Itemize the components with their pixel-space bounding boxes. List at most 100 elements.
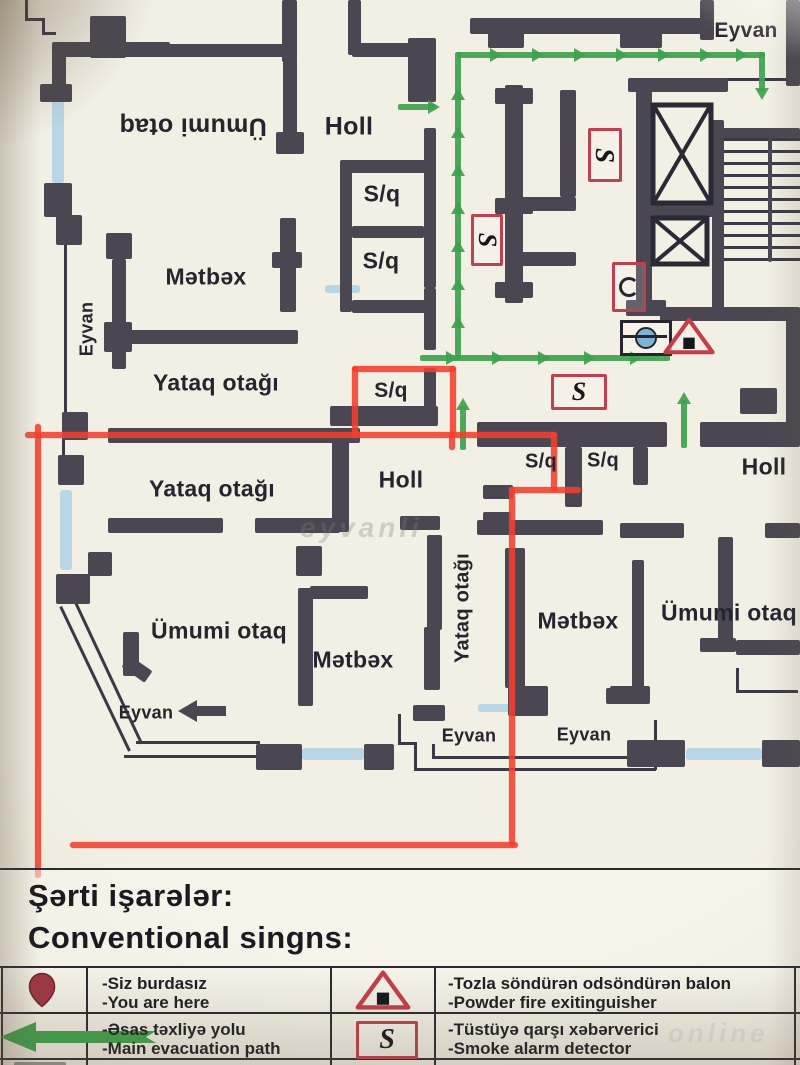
window: [60, 490, 72, 570]
balcony-rail: [414, 742, 417, 770]
legend-text-en: -Powder fire exitinguisher: [448, 993, 657, 1012]
wall: [340, 170, 352, 270]
wall-pillar: [106, 233, 132, 259]
wall: [282, 0, 297, 62]
wall: [310, 586, 368, 599]
balcony-rail: [398, 714, 401, 744]
legend: Şərti işarələr: Conventional singns: -Si…: [0, 868, 800, 1065]
evacuation-path: [460, 406, 466, 450]
evacuation-arrow-icon: [677, 392, 691, 404]
wall: [560, 90, 576, 197]
evacuation-arrow-icon: [490, 48, 502, 62]
evacuation-path: [681, 400, 687, 448]
wall-pillar: [256, 744, 302, 770]
wall: [340, 266, 352, 312]
wall: [424, 128, 436, 288]
wall: [518, 197, 576, 211]
wall: [606, 688, 648, 704]
legend-title-en: Conventional singns:: [28, 920, 354, 955]
evacuation-arrow-icon: [532, 48, 544, 62]
wall: [700, 422, 800, 447]
wall-thin: [25, 0, 28, 20]
evacuation-arrow-icon: [755, 88, 769, 100]
wall: [400, 516, 440, 530]
smoke-detector-icon: S: [471, 214, 503, 266]
wall-pillar: [90, 16, 126, 58]
room-label-holl: Holl: [741, 453, 787, 480]
wall: [408, 38, 436, 102]
evacuation-arrow-icon: [451, 316, 465, 328]
route-line: [25, 432, 557, 438]
evacuation-arrow-icon: [658, 48, 670, 62]
route-line: [509, 487, 515, 847]
balcony-rail: [124, 755, 260, 758]
door-closer-glyph: [619, 277, 639, 297]
room-label-sq: S/q: [524, 450, 558, 473]
wall: [255, 518, 340, 533]
wall: [352, 43, 414, 57]
window: [302, 748, 364, 760]
wall: [352, 226, 424, 238]
room-label-eyvan: Eyvan: [76, 301, 97, 357]
wall-pillar: [620, 32, 662, 48]
balcony-rail: [59, 606, 131, 752]
fire-hose-line: [621, 335, 667, 338]
room-label-eyvan: Eyvan: [441, 725, 497, 746]
evacuation-arrow-icon: [584, 351, 596, 365]
powder-extinguisher-icon: [355, 970, 411, 1010]
smoke-detector-letter: S: [473, 232, 502, 248]
balcony-rail: [432, 756, 656, 759]
wall: [765, 523, 800, 538]
room-label-holl: Holl: [378, 466, 424, 493]
legend-table-border: [794, 966, 796, 1065]
wall-pillar: [272, 252, 302, 268]
room-label-umumi-otaq: Ümumi otaq: [661, 599, 797, 626]
wall: [786, 307, 800, 425]
room-label-umumi-otaq: Ümumi otaq: [119, 112, 267, 141]
wall-pillar: [56, 215, 82, 245]
wall-thin: [64, 245, 67, 415]
evacuation-arrow-icon: [700, 48, 712, 62]
room-label-yataq-otagi: Yataq otağı: [153, 369, 279, 396]
wall-pillar: [762, 740, 800, 767]
wall: [477, 520, 603, 535]
legend-table-border: [434, 966, 436, 1065]
smoke-detector-letter: S: [571, 377, 587, 406]
evacuation-path: [457, 52, 765, 58]
wall: [330, 406, 438, 426]
wall: [518, 252, 576, 266]
wall: [424, 627, 440, 690]
wall: [112, 259, 126, 369]
smoke-detector-icon: S: [588, 128, 622, 182]
wall: [424, 288, 436, 350]
room-label-sq: S/q: [586, 449, 620, 472]
wall-pillar: [488, 32, 524, 48]
room-label-holl: Holl: [324, 112, 374, 141]
room-label-sq: S/q: [363, 180, 401, 207]
wall: [620, 523, 684, 538]
wall-pillar: [495, 88, 533, 104]
elevator-shaft-icon: [650, 102, 714, 206]
legend-text-en: -Smoke alarm detector: [448, 1039, 632, 1058]
evacuation-arrow-icon: [538, 351, 550, 365]
elevator-shaft-icon: [650, 215, 710, 267]
room-label-yataq-otagi: Yataq otağı: [149, 475, 275, 502]
legend-table-border: [434, 1058, 436, 1065]
evacuation-arrow-icon: [451, 278, 465, 290]
legend-text-en: -You are here: [102, 993, 210, 1012]
wall-pillar: [44, 183, 72, 217]
room-label-sq: S/q: [374, 379, 408, 402]
wall: [505, 548, 525, 688]
room-label-metbex: Mətbəx: [165, 263, 247, 290]
wall: [786, 0, 800, 86]
legend-table-border: [86, 1058, 88, 1065]
smoke-detector-icon: S: [356, 1021, 418, 1059]
evacuation-arrow-icon: [574, 48, 586, 62]
wall: [424, 368, 436, 408]
balcony-rail: [136, 741, 260, 744]
you-are-here-pin-icon: [28, 972, 56, 1008]
wall-thin: [42, 32, 56, 35]
wall: [332, 435, 349, 532]
evacuation-path: [759, 52, 765, 92]
